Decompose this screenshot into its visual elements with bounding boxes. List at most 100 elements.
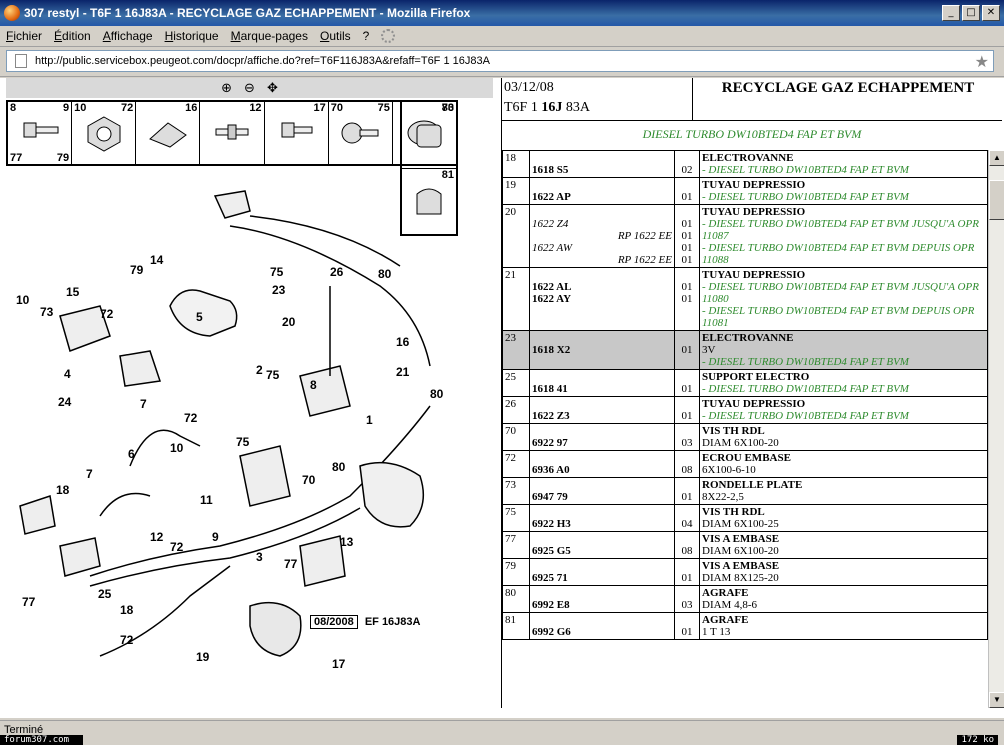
bookmark-star-icon[interactable]: ★: [974, 52, 989, 71]
zoom-out-icon[interactable]: ⊖: [244, 80, 255, 96]
callout-label[interactable]: 80: [332, 460, 346, 474]
callout-label[interactable]: 7: [86, 467, 93, 481]
callout-label[interactable]: 16: [396, 335, 410, 349]
callout-label[interactable]: 72: [120, 633, 134, 647]
callout-label[interactable]: 15: [66, 285, 80, 299]
menu-affichage[interactable]: Affichage: [102, 29, 153, 43]
callout-label[interactable]: 23: [272, 283, 286, 297]
minimize-button[interactable]: _: [942, 5, 960, 21]
callout-label[interactable]: 24: [58, 395, 72, 409]
callout-label[interactable]: 4: [64, 367, 71, 381]
callout-label[interactable]: 80: [378, 267, 392, 281]
callout-label[interactable]: 10: [170, 441, 184, 455]
callout-label[interactable]: 72: [100, 307, 114, 321]
callout-label[interactable]: 9: [212, 530, 219, 544]
callout-label[interactable]: 18: [120, 603, 134, 617]
callout-label[interactable]: 5: [196, 310, 203, 324]
callout-label[interactable]: 3: [256, 550, 263, 564]
callout-label[interactable]: 18: [56, 483, 70, 497]
part-code-cell[interactable]: 1622 AP: [529, 177, 675, 205]
scroll-down-button[interactable]: ▼: [989, 692, 1004, 708]
pan-icon[interactable]: ✥: [266, 80, 278, 96]
callout-label[interactable]: 25: [98, 587, 112, 601]
part-code[interactable]: 1618 X2: [532, 344, 571, 356]
callout-label[interactable]: 26: [330, 265, 344, 279]
callout-label[interactable]: 19: [196, 650, 210, 664]
part-code[interactable]: 6947 79: [532, 491, 568, 503]
callout-label[interactable]: 17: [332, 657, 346, 671]
part-code-cell[interactable]: 6925 71: [529, 558, 675, 586]
callout-label[interactable]: 73: [40, 305, 54, 319]
callout-label[interactable]: 2: [256, 363, 263, 377]
maximize-button[interactable]: □: [962, 5, 980, 21]
vertical-scrollbar[interactable]: ▲ ▼: [988, 150, 1004, 708]
part-code[interactable]: 1622 AL: [532, 281, 572, 293]
callout-label[interactable]: 7: [140, 397, 147, 411]
callout-label[interactable]: 75: [270, 265, 284, 279]
menu-help[interactable]: ?: [362, 29, 370, 43]
callout-label[interactable]: 1: [366, 413, 373, 427]
callout-label[interactable]: 79: [130, 263, 144, 277]
part-code-cell[interactable]: 6992 G6: [529, 612, 675, 640]
callout-label[interactable]: 8: [310, 378, 317, 392]
callout-label[interactable]: 14: [150, 253, 164, 267]
part-code-cell[interactable]: 6925 G5: [529, 531, 675, 559]
part-code-cell[interactable]: 6947 79: [529, 477, 675, 505]
callout-label[interactable]: 77: [284, 557, 298, 571]
part-code[interactable]: 6992 G6: [532, 626, 571, 638]
callout-label[interactable]: 20: [282, 315, 296, 329]
scroll-up-button[interactable]: ▲: [989, 150, 1004, 166]
part-code-cell[interactable]: 6992 E8: [529, 585, 675, 613]
callout-label[interactable]: 70: [302, 473, 316, 487]
part-code[interactable]: 1622 Z4: [532, 218, 569, 230]
part-code[interactable]: 1622 AP: [532, 191, 571, 203]
part-code[interactable]: 1622 Z3: [532, 410, 570, 422]
part-code-cell[interactable]: 6936 A0: [529, 450, 675, 478]
callout-label[interactable]: 21: [396, 365, 410, 379]
menu-historique[interactable]: Historique: [164, 29, 219, 43]
callout-label[interactable]: 72: [184, 411, 198, 425]
part-code-cell[interactable]: 1618 S5: [529, 150, 675, 178]
part-code[interactable]: 6922 97: [532, 437, 568, 449]
callout-label[interactable]: 6: [128, 447, 135, 461]
callout-label[interactable]: 10: [16, 293, 30, 307]
callout-label[interactable]: 77: [22, 595, 36, 609]
scrollbar-thumb[interactable]: [989, 180, 1004, 220]
menu-outils[interactable]: Outils: [319, 29, 351, 43]
part-code[interactable]: 1618 41: [532, 383, 568, 395]
url-text[interactable]: http://public.servicebox.peugeot.com/doc…: [35, 55, 490, 67]
callout-label[interactable]: 11: [200, 493, 213, 507]
callout-label[interactable]: 75: [266, 368, 280, 382]
part-code-cell[interactable]: 1618 X2: [529, 330, 675, 370]
part-code-cell[interactable]: 6922 97: [529, 423, 675, 451]
menu-marque-pages[interactable]: Marque-pages: [230, 29, 308, 43]
part-code[interactable]: 1622 AW: [532, 242, 573, 254]
callout-label[interactable]: 75: [236, 435, 250, 449]
menu-fichier[interactable]: Fichier: [6, 29, 43, 43]
callout-label[interactable]: 13: [340, 535, 354, 549]
part-code-cell[interactable]: 1618 41: [529, 369, 675, 397]
part-code[interactable]: 1622 AY: [532, 293, 572, 305]
menu-edition[interactable]: Édition: [54, 29, 91, 43]
part-code-cell[interactable]: 6922 H3: [529, 504, 675, 532]
part-code-cell[interactable]: 1622 Z3: [529, 396, 675, 424]
url-bar[interactable]: http://public.servicebox.peugeot.com/doc…: [6, 50, 994, 72]
part-code[interactable]: 6992 E8: [532, 599, 570, 611]
zoom-in-icon[interactable]: ⊕: [221, 80, 233, 96]
